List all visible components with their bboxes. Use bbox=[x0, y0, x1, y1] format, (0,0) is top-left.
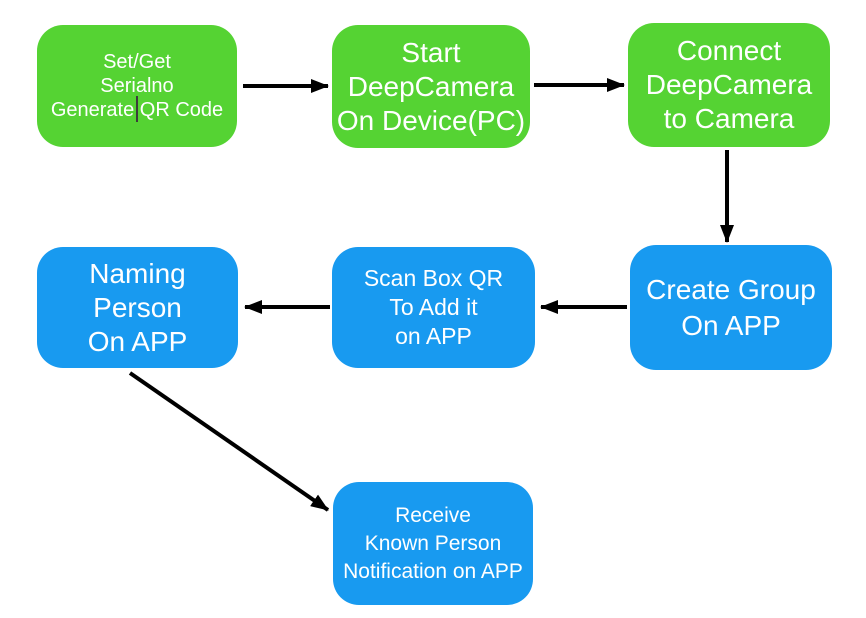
node-set-get-serialno: Set/Get Serialno Generate QR Code bbox=[37, 25, 237, 147]
node-connect-deepcamera-to-camera: Connect DeepCamera to Camera bbox=[628, 23, 830, 147]
node-label-line: On APP bbox=[87, 325, 188, 357]
node-label-line: Create Group bbox=[646, 273, 816, 305]
node-label-line: Start bbox=[401, 36, 461, 68]
node-label-line: to Camera bbox=[663, 103, 795, 134]
node-label-line: Receive bbox=[395, 503, 471, 527]
node-label-line: Notification on APP bbox=[343, 559, 523, 583]
node-label-line: DeepCamera bbox=[645, 69, 813, 100]
text-edit-cursor bbox=[136, 96, 138, 122]
node-label-line: To Add it bbox=[389, 294, 478, 320]
node-label-line: Scan Box QR bbox=[363, 265, 504, 291]
node-start-deepcamera: Start DeepCamera On Device(PC) bbox=[332, 25, 530, 148]
arrow-naming-to-receive bbox=[128, 371, 330, 512]
node-label-line: Serialno bbox=[100, 75, 174, 97]
node-label-line: on APP bbox=[395, 323, 472, 349]
node-label-line: Naming bbox=[89, 257, 186, 289]
node-receive-notification: Receive Known Person Notification on APP bbox=[333, 482, 533, 605]
node-create-group: Create Group On APP bbox=[630, 245, 832, 370]
node-naming-person: Naming Person On APP bbox=[37, 247, 238, 368]
node-label-line: DeepCamera bbox=[347, 70, 515, 102]
node-label-line: Connect bbox=[676, 35, 782, 66]
node-label-line: On APP bbox=[681, 309, 781, 341]
node-label-line: On Device(PC) bbox=[336, 104, 526, 136]
node-label-line: Known Person bbox=[364, 531, 502, 555]
node-scan-box-qr: Scan Box QR To Add it on APP bbox=[332, 247, 535, 368]
node-label-line: Set/Get bbox=[103, 51, 171, 73]
node-label-line: Person bbox=[93, 291, 182, 323]
